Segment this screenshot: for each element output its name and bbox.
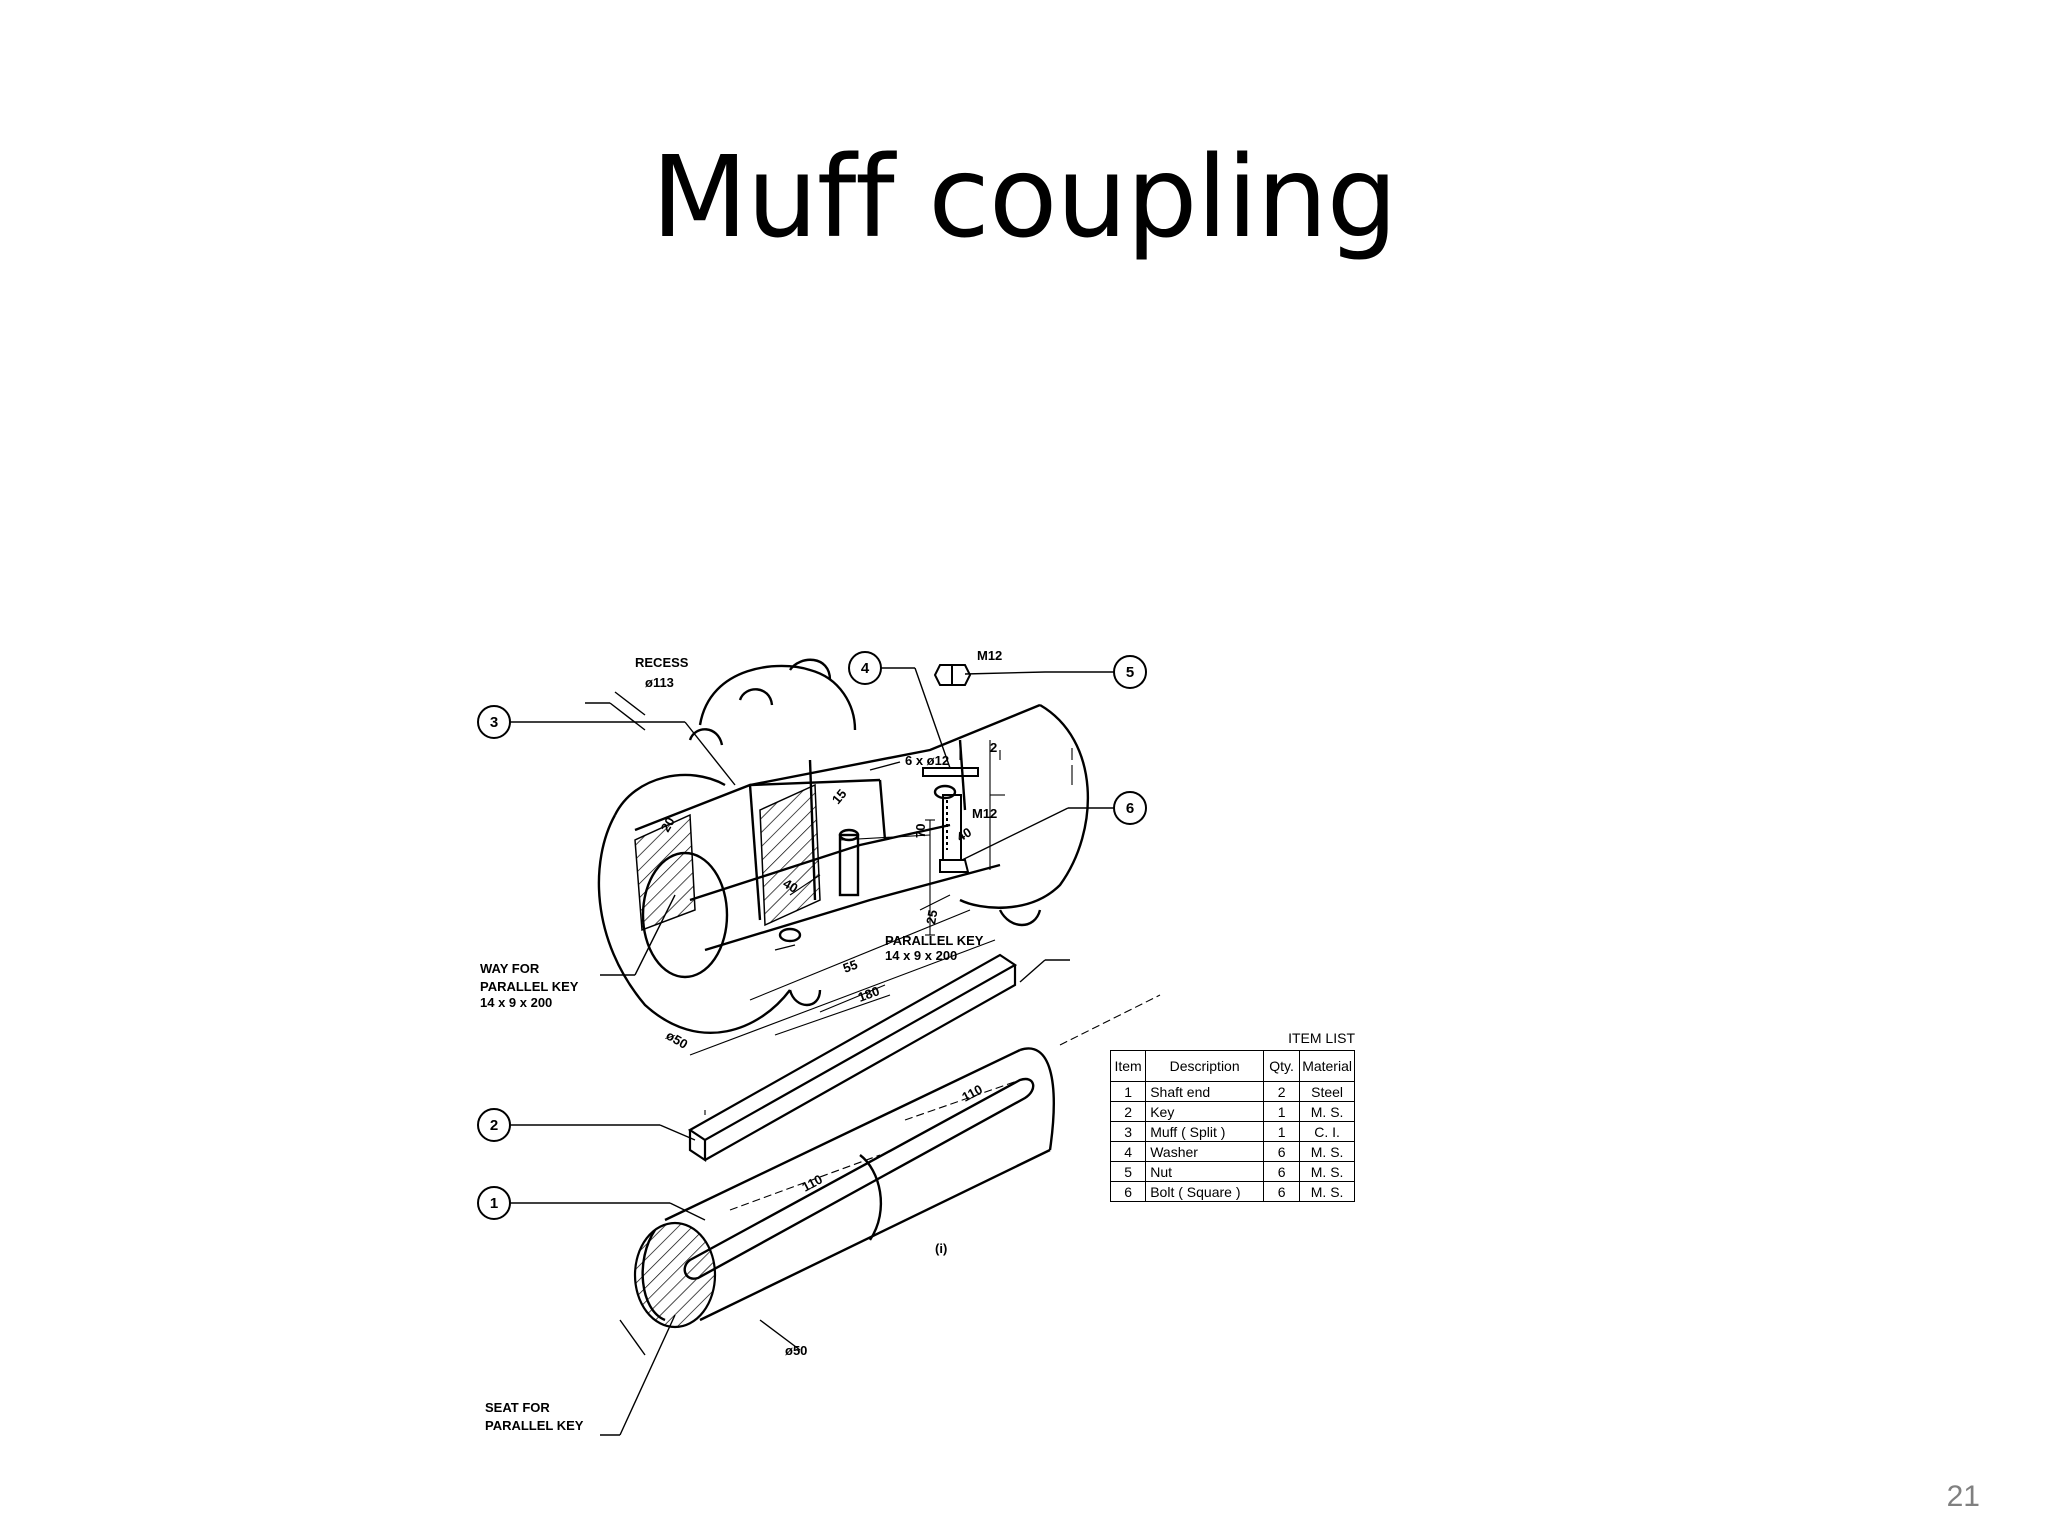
table-cell: Muff ( Split ) bbox=[1145, 1121, 1265, 1142]
note-way-2: PARALLEL KEY bbox=[480, 979, 579, 994]
split-face-hatch bbox=[759, 783, 821, 927]
table-cell: 4 bbox=[1109, 1141, 1147, 1162]
note-recess: RECESS bbox=[635, 655, 689, 670]
table-cell: Washer bbox=[1145, 1141, 1265, 1162]
table-header-cell: Material bbox=[1299, 1050, 1355, 1082]
callout-2: 2 bbox=[477, 1108, 511, 1142]
table-cell: 2 bbox=[1109, 1101, 1147, 1122]
item-list-table: ITEM LIST bbox=[1288, 1030, 1355, 1046]
table-cell: 6 bbox=[1263, 1161, 1301, 1182]
table-cell: M. S. bbox=[1299, 1161, 1355, 1182]
note-key-2: 14 x 9 x 200 bbox=[885, 948, 957, 963]
note-m12-bolt: M12 bbox=[972, 806, 997, 821]
table-cell: 1 bbox=[1263, 1101, 1301, 1122]
dim-25: 25 bbox=[923, 909, 940, 926]
figure-label: (i) bbox=[935, 1241, 947, 1256]
parallel-key bbox=[687, 953, 1018, 1163]
svg-text:1: 1 bbox=[490, 1195, 498, 1212]
note-seat-1: SEAT FOR bbox=[485, 1400, 550, 1415]
table-cell: Shaft end bbox=[1145, 1081, 1265, 1102]
dim-55: 55 bbox=[841, 957, 860, 976]
table-cell: M. S. bbox=[1299, 1141, 1355, 1162]
dim-50-shaft: ø50 bbox=[785, 1343, 807, 1358]
svg-text:5: 5 bbox=[1126, 664, 1134, 681]
note-way-3: 14 x 9 x 200 bbox=[480, 995, 552, 1010]
callout-6: 6 bbox=[1113, 791, 1147, 825]
note-holes: 6 x ø12 bbox=[905, 753, 949, 768]
table-cell: 2 bbox=[1263, 1081, 1301, 1102]
table-cell: Bolt ( Square ) bbox=[1145, 1181, 1265, 1202]
table-cell: 3 bbox=[1109, 1121, 1147, 1142]
table-cell: M. S. bbox=[1299, 1101, 1355, 1122]
table-header-cell: Qty. bbox=[1263, 1050, 1301, 1082]
muff-coupling-drawing: 3 2 1 4 5 6 RECESS ø113 6 x ø12 WAY FOR … bbox=[460, 610, 1460, 1440]
svg-text:6: 6 bbox=[1126, 800, 1134, 817]
dim-washer-thickness: 2 bbox=[990, 740, 997, 755]
table-cell: Nut bbox=[1145, 1161, 1265, 1182]
table-cell: M. S. bbox=[1299, 1181, 1355, 1202]
end-face-hatch bbox=[634, 813, 696, 932]
svg-text:2: 2 bbox=[490, 1117, 498, 1134]
table-cell: 5 bbox=[1109, 1161, 1147, 1182]
dimension-lines bbox=[689, 740, 1161, 1211]
note-m12-nut: M12 bbox=[977, 648, 1002, 663]
table-header-cell: Description bbox=[1145, 1050, 1265, 1082]
callout-1: 1 bbox=[477, 1186, 511, 1220]
nut-shape bbox=[933, 664, 972, 686]
note-seat-2: PARALLEL KEY bbox=[485, 1418, 584, 1433]
shaft-section-hatch bbox=[633, 1221, 717, 1329]
svg-text:4: 4 bbox=[861, 660, 870, 677]
item-list-title: ITEM LIST bbox=[1288, 1030, 1355, 1046]
fasteners bbox=[922, 664, 979, 873]
svg-text:3: 3 bbox=[490, 714, 498, 731]
note-way-1: WAY FOR bbox=[480, 961, 540, 976]
callout-3: 3 bbox=[477, 705, 511, 739]
assembly-drawing-svg: 3 2 1 4 5 6 RECESS ø113 6 x ø12 WAY FOR … bbox=[477, 648, 1355, 1436]
table-cell: Key bbox=[1145, 1101, 1265, 1122]
table-header-cell: Item bbox=[1109, 1050, 1147, 1082]
callout-5: 5 bbox=[1113, 655, 1147, 689]
slide-number: 21 bbox=[1946, 1480, 1980, 1513]
dim-40a: 40 bbox=[781, 876, 801, 896]
table-cell: 1 bbox=[1263, 1121, 1301, 1142]
table-cell: C. I. bbox=[1299, 1121, 1355, 1142]
dim-180: 180 bbox=[856, 983, 882, 1005]
callout-4: 4 bbox=[848, 651, 882, 685]
dim-bolt-length: 70 bbox=[913, 824, 928, 838]
dim-40b: 40 bbox=[954, 824, 974, 844]
note-key-1: PARALLEL KEY bbox=[885, 933, 984, 948]
dim-20: 20 bbox=[658, 814, 678, 834]
note-recess-dia: ø113 bbox=[645, 675, 674, 690]
table-cell: 6 bbox=[1263, 1181, 1301, 1202]
slide-title: Muff coupling bbox=[651, 133, 1398, 263]
table-cell: 6 bbox=[1109, 1181, 1147, 1202]
table-cell: Steel bbox=[1299, 1081, 1355, 1102]
table-cell: 1 bbox=[1109, 1081, 1147, 1102]
table-cell: 6 bbox=[1263, 1141, 1301, 1162]
